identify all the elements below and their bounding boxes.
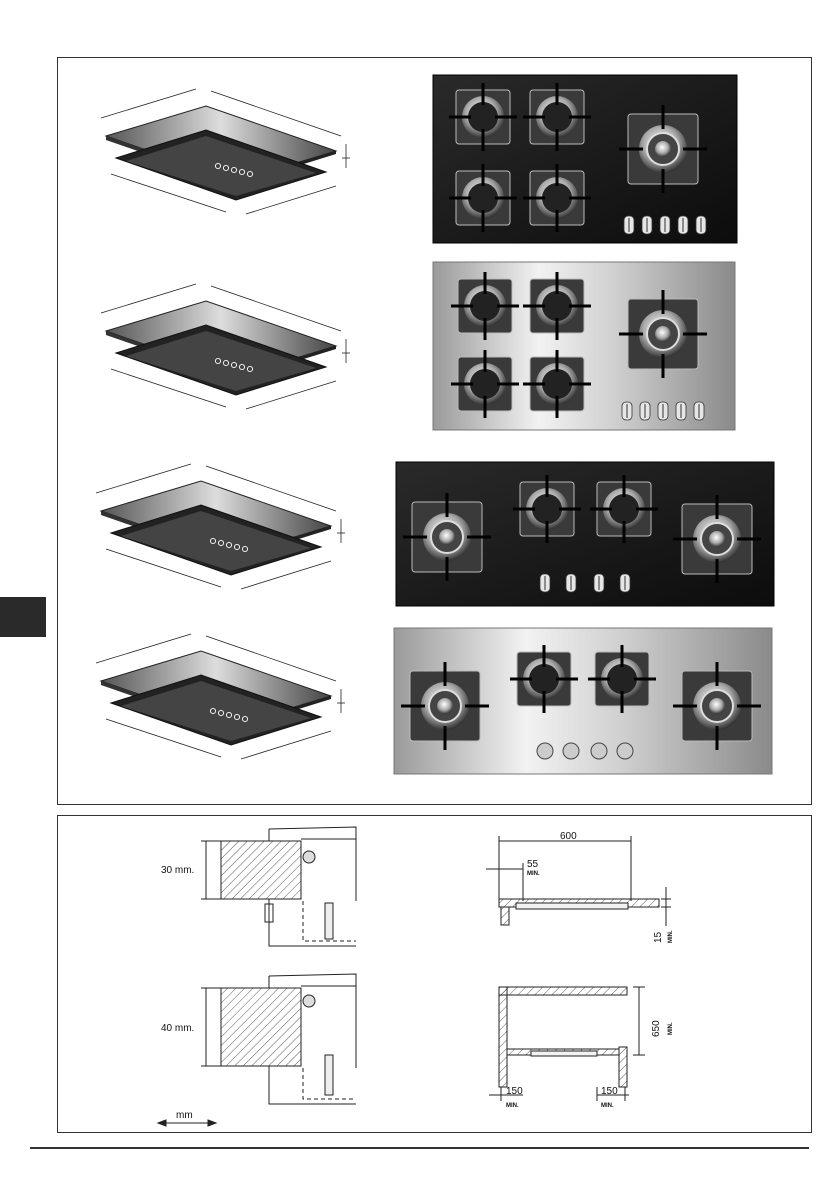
- dim-55: 55: [527, 859, 539, 870]
- dim-150-right: 150: [601, 1086, 618, 1097]
- dim-55-min: MIN.: [527, 871, 540, 877]
- footer-rule: [30, 1147, 809, 1149]
- unit-arrow: [156, 1119, 218, 1127]
- dim-150-right-min: MIN.: [601, 1103, 614, 1109]
- hob-photo-steel-wide: [393, 627, 773, 775]
- dim-650-min: MIN.: [668, 1022, 674, 1035]
- dim-150-left: 150: [506, 1086, 523, 1097]
- cutout-dimension-drawing: [486, 836, 671, 926]
- hob-outline-drawing: [100, 283, 351, 410]
- hob-photo-black-wide: [395, 461, 775, 607]
- dim-650: 650: [651, 1020, 662, 1037]
- hob-photo-steel-5: [432, 261, 736, 431]
- hob-outline-drawing: [95, 633, 346, 760]
- installation-panel: 30 mm. 40 mm. mm 600 55 MIN. 15 MIN.: [57, 815, 812, 1133]
- dim-600: 600: [560, 831, 577, 842]
- section-tab: [0, 597, 46, 637]
- clearance-dimension-drawing: [489, 986, 645, 1101]
- dim-15-min: MIN.: [668, 930, 674, 943]
- hob-outline-drawing: [100, 88, 351, 215]
- thickness-label-40: 40 mm.: [161, 1023, 194, 1034]
- dim-150-left-min: MIN.: [506, 1103, 519, 1109]
- section-30mm-drawing: [201, 826, 357, 947]
- hob-outline-drawing: [95, 463, 346, 590]
- unit-label: mm: [176, 1110, 193, 1121]
- hob-models-panel: [57, 57, 812, 805]
- section-40mm-drawing: [201, 973, 357, 1105]
- dim-15: 15: [653, 931, 664, 943]
- thickness-label-30: 30 mm.: [161, 865, 194, 876]
- hob-photo-black-5: [432, 74, 738, 244]
